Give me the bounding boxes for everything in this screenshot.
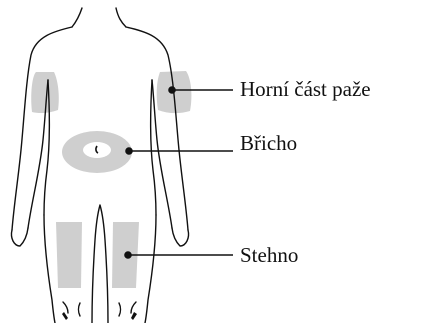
- outer-right-leg: [145, 215, 156, 323]
- outer-right-arm: [126, 27, 188, 230]
- abdomen-zone-center: [83, 142, 111, 158]
- outer-left-arm: [12, 27, 72, 230]
- knee-mark-left-1: [63, 302, 68, 313]
- label-upper-arm: Horní část paže: [240, 79, 371, 100]
- knee-mark-left-2: [79, 303, 81, 316]
- knee-mark-right-1: [119, 303, 121, 316]
- neck-right: [116, 8, 126, 27]
- knee-mark-right-2: [131, 302, 136, 313]
- knee-accent-left: [62, 312, 68, 320]
- left-hand: [11, 228, 28, 246]
- right-hand: [172, 228, 189, 246]
- upper-arm-zone-left: [31, 72, 59, 113]
- leader-dot-thigh: [125, 252, 131, 258]
- leader-dot-abdomen: [126, 148, 132, 154]
- knee-accent-right: [131, 312, 137, 320]
- thigh-zone-left: [56, 222, 82, 288]
- label-thigh: Stehno: [240, 245, 298, 266]
- label-abdomen: Břicho: [240, 133, 297, 154]
- inner-legs: [92, 205, 108, 323]
- leader-dot-upper-arm: [169, 87, 175, 93]
- knee-accents: [62, 312, 137, 320]
- outer-left-leg: [44, 215, 55, 323]
- neck-left: [72, 8, 82, 27]
